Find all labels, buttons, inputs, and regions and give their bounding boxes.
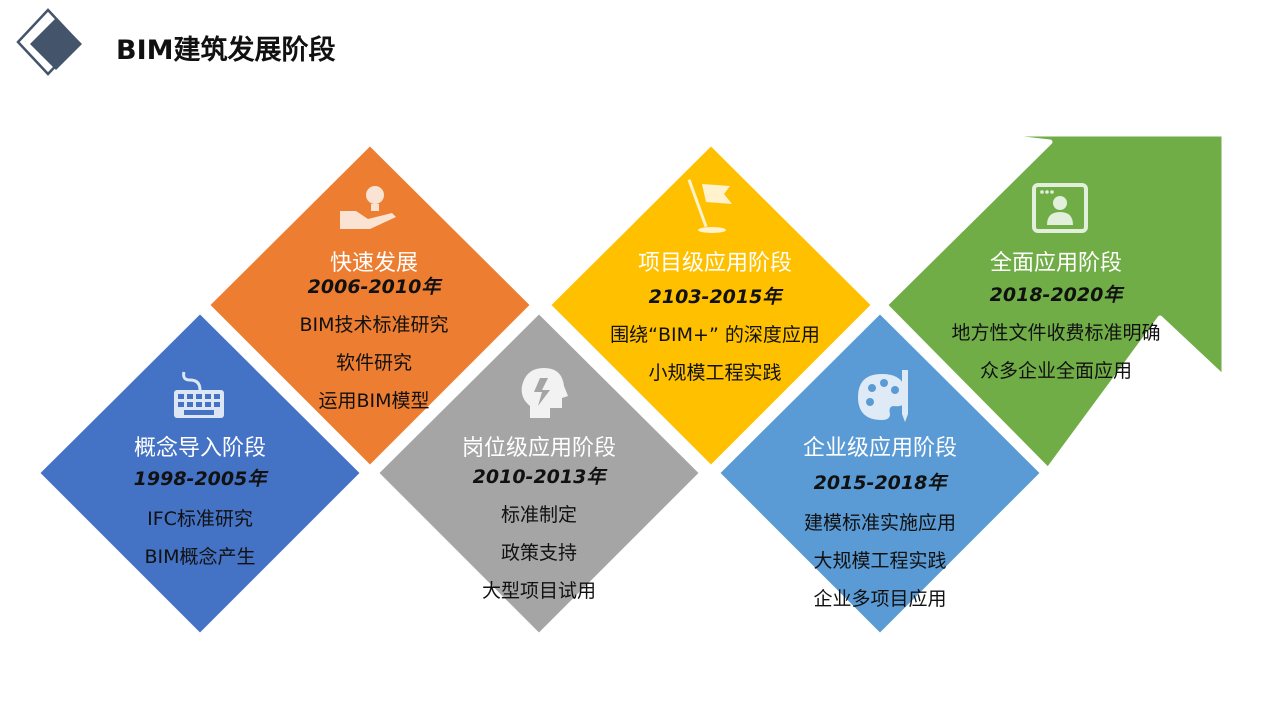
stage-title-post: 岗位级应用阶段	[461, 436, 617, 461]
stage-title-project: 项目级应用阶段	[637, 251, 793, 276]
flag-icon	[687, 179, 732, 233]
stage-item-concept: BIM概念产生	[144, 546, 256, 568]
stage-item-project: 围绕“BIM+” 的深度应用	[610, 324, 820, 346]
stage-title-full: 全面应用阶段	[989, 251, 1123, 276]
stage-item-fast: BIM技术标准研究	[299, 314, 449, 336]
stage-item-full: 地方性文件收费标准明确	[951, 322, 1161, 344]
logo-icon	[16, 8, 82, 76]
stage-years-project: 2103-2015年	[648, 286, 782, 308]
palette-icon	[858, 370, 908, 422]
lightbulb-hand-icon	[340, 186, 396, 229]
stage-shape-post	[372, 307, 706, 640]
stage-item-post: 政策支持	[500, 542, 578, 564]
stage-title-fast: 快速发展	[329, 251, 419, 276]
stage-item-fast: 软件研究	[335, 352, 413, 374]
stage-shape-enterprise	[713, 307, 1047, 640]
stage-item-fast: 运用BIM模型	[318, 390, 430, 412]
stage-title-concept: 概念导入阶段	[133, 436, 267, 461]
stage-years-post: 2010-2013年	[472, 466, 606, 488]
stage-item-enterprise: 企业多项目应用	[813, 588, 947, 610]
stage-item-project: 小规模工程实践	[648, 362, 782, 384]
presenter-icon	[1032, 183, 1088, 233]
head-idea-icon	[521, 368, 568, 418]
stage-item-concept: IFC标准研究	[147, 508, 253, 530]
stage-shape-full	[882, 131, 1227, 473]
keyboard-icon	[174, 371, 224, 418]
stage-shape-project	[544, 139, 878, 472]
stage-title-enterprise: 企业级应用阶段	[802, 436, 958, 461]
stage-item-enterprise: 建模标准实施应用	[803, 512, 957, 534]
stage-years-enterprise: 2015-2018年	[813, 472, 947, 494]
stage-item-post: 标准制定	[500, 504, 578, 526]
stage-shape-concept	[33, 307, 367, 640]
stage-item-post: 大型项目试用	[481, 580, 597, 602]
page-title: BIM建筑发展阶段	[116, 35, 336, 66]
stage-years-concept: 1998-2005年	[133, 468, 267, 490]
stage-item-enterprise: 大规模工程实践	[813, 550, 947, 572]
stage-item-full: 众多企业全面应用	[979, 360, 1133, 382]
stage-years-fast: 2006-2010年	[307, 276, 441, 298]
stage-years-full: 2018-2020年	[989, 284, 1123, 306]
stage-shape-fast	[203, 139, 537, 472]
